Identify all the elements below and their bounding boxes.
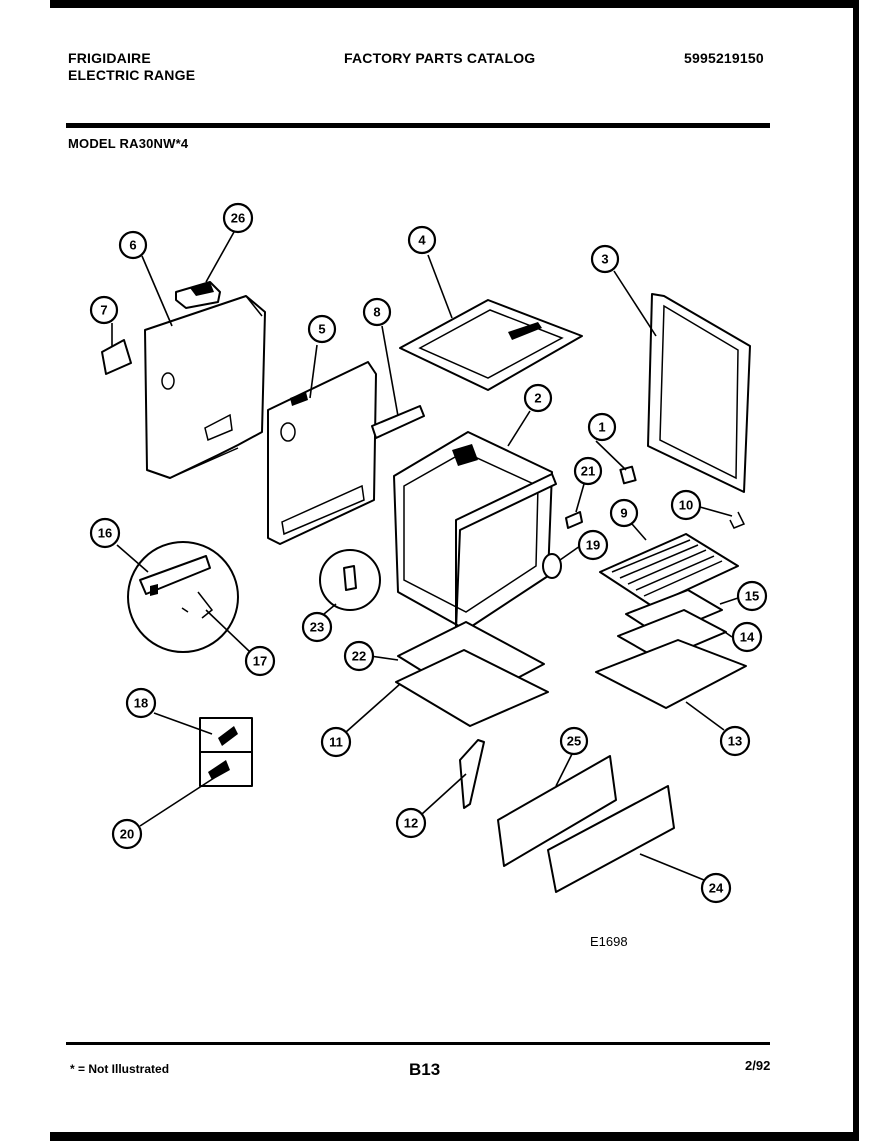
svg-text:6: 6 (129, 238, 136, 253)
figure-code: E1698 (590, 934, 628, 949)
callout-15: 15 (736, 580, 768, 612)
catalog-date: 2/92 (745, 1058, 771, 1073)
svg-text:24: 24 (709, 881, 724, 896)
part-9-oven-rack (599, 533, 739, 607)
callout-13: 13 (719, 725, 751, 757)
callout-2: 2 (523, 383, 553, 413)
callout-20: 20 (111, 818, 143, 850)
header-rule (66, 123, 770, 128)
callout-18: 18 (125, 687, 157, 719)
callout-8: 8 (362, 297, 392, 327)
svg-text:13: 13 (728, 734, 742, 749)
catalog-number: 5995219150 (684, 50, 764, 66)
callout-1: 1 (587, 412, 617, 442)
callout-24: 24 (700, 872, 732, 904)
page-frame-top (50, 0, 858, 8)
page-frame-bottom (50, 1132, 858, 1141)
part-24-drawer-front (547, 785, 675, 893)
page-frame-right (853, 0, 859, 1141)
svg-text:4: 4 (418, 233, 426, 248)
svg-text:10: 10 (679, 498, 693, 513)
callout-23: 23 (301, 611, 333, 643)
callout-22: 22 (343, 640, 375, 672)
model-number: MODEL RA30NW*4 (68, 136, 189, 151)
callout-10: 10 (670, 489, 702, 521)
svg-text:14: 14 (740, 630, 755, 645)
part-13-tray (595, 639, 747, 709)
part-1-knob (619, 465, 637, 485)
svg-text:12: 12 (404, 816, 418, 831)
svg-text:22: 22 (352, 649, 366, 664)
callout-19: 19 (577, 529, 609, 561)
callout-14: 14 (731, 621, 763, 653)
product-name: ELECTRIC RANGE (68, 67, 196, 83)
callout-11: 11 (320, 726, 352, 758)
callout-5: 5 (307, 314, 337, 344)
callout-7: 7 (89, 295, 119, 325)
catalog-title: FACTORY PARTS CATALOG (344, 50, 536, 66)
svg-text:1: 1 (598, 420, 605, 435)
part-21-clip (565, 511, 583, 529)
page-number: B13 (409, 1060, 441, 1079)
svg-text:15: 15 (745, 589, 759, 604)
svg-text:20: 20 (120, 827, 134, 842)
callout-12: 12 (395, 807, 427, 839)
svg-text:3: 3 (601, 252, 608, 267)
svg-text:21: 21 (581, 464, 595, 479)
svg-text:25: 25 (567, 734, 581, 749)
callout-4: 4 (407, 225, 437, 255)
part-26-bracket (175, 281, 221, 309)
svg-text:9: 9 (620, 506, 627, 521)
part-16-17-detail (127, 541, 239, 653)
callout-17: 17 (244, 645, 276, 677)
part-7-plate (101, 339, 132, 375)
svg-text:17: 17 (253, 654, 267, 669)
part-10-hook (729, 511, 746, 529)
part-11-base (395, 649, 549, 727)
svg-text:8: 8 (373, 305, 380, 320)
footer-note: * = Not Illustrated (70, 1062, 170, 1076)
svg-text:23: 23 (310, 620, 324, 635)
part-3-side-frame (647, 293, 751, 493)
svg-text:18: 18 (134, 696, 148, 711)
footer-rule (66, 1042, 770, 1045)
callout-9: 9 (609, 498, 639, 528)
callout-16: 16 (89, 517, 121, 549)
svg-text:5: 5 (318, 322, 325, 337)
brand-name: FRIGIDAIRE (68, 50, 151, 66)
callout-21: 21 (573, 456, 603, 486)
part-4-cooktop (399, 299, 583, 391)
part-6-back-panel (144, 295, 266, 479)
part-23-detail (319, 549, 381, 611)
svg-text:16: 16 (98, 526, 112, 541)
svg-text:19: 19 (586, 538, 600, 553)
part-19-ring (542, 553, 562, 579)
callout-25: 25 (559, 726, 589, 756)
part-8-strip (371, 405, 425, 439)
callout-26: 26 (222, 202, 254, 234)
part-12-bracket (459, 739, 485, 809)
callout-3: 3 (590, 244, 620, 274)
part-25-panel (497, 755, 617, 867)
leader-lines (111, 231, 739, 881)
svg-text:26: 26 (231, 211, 245, 226)
svg-text:7: 7 (100, 303, 107, 318)
svg-text:11: 11 (329, 735, 343, 750)
callout-6: 6 (118, 230, 148, 260)
svg-text:2: 2 (534, 391, 541, 406)
part-2-oven-cavity (393, 431, 557, 631)
part-5-side-panel (267, 361, 377, 545)
